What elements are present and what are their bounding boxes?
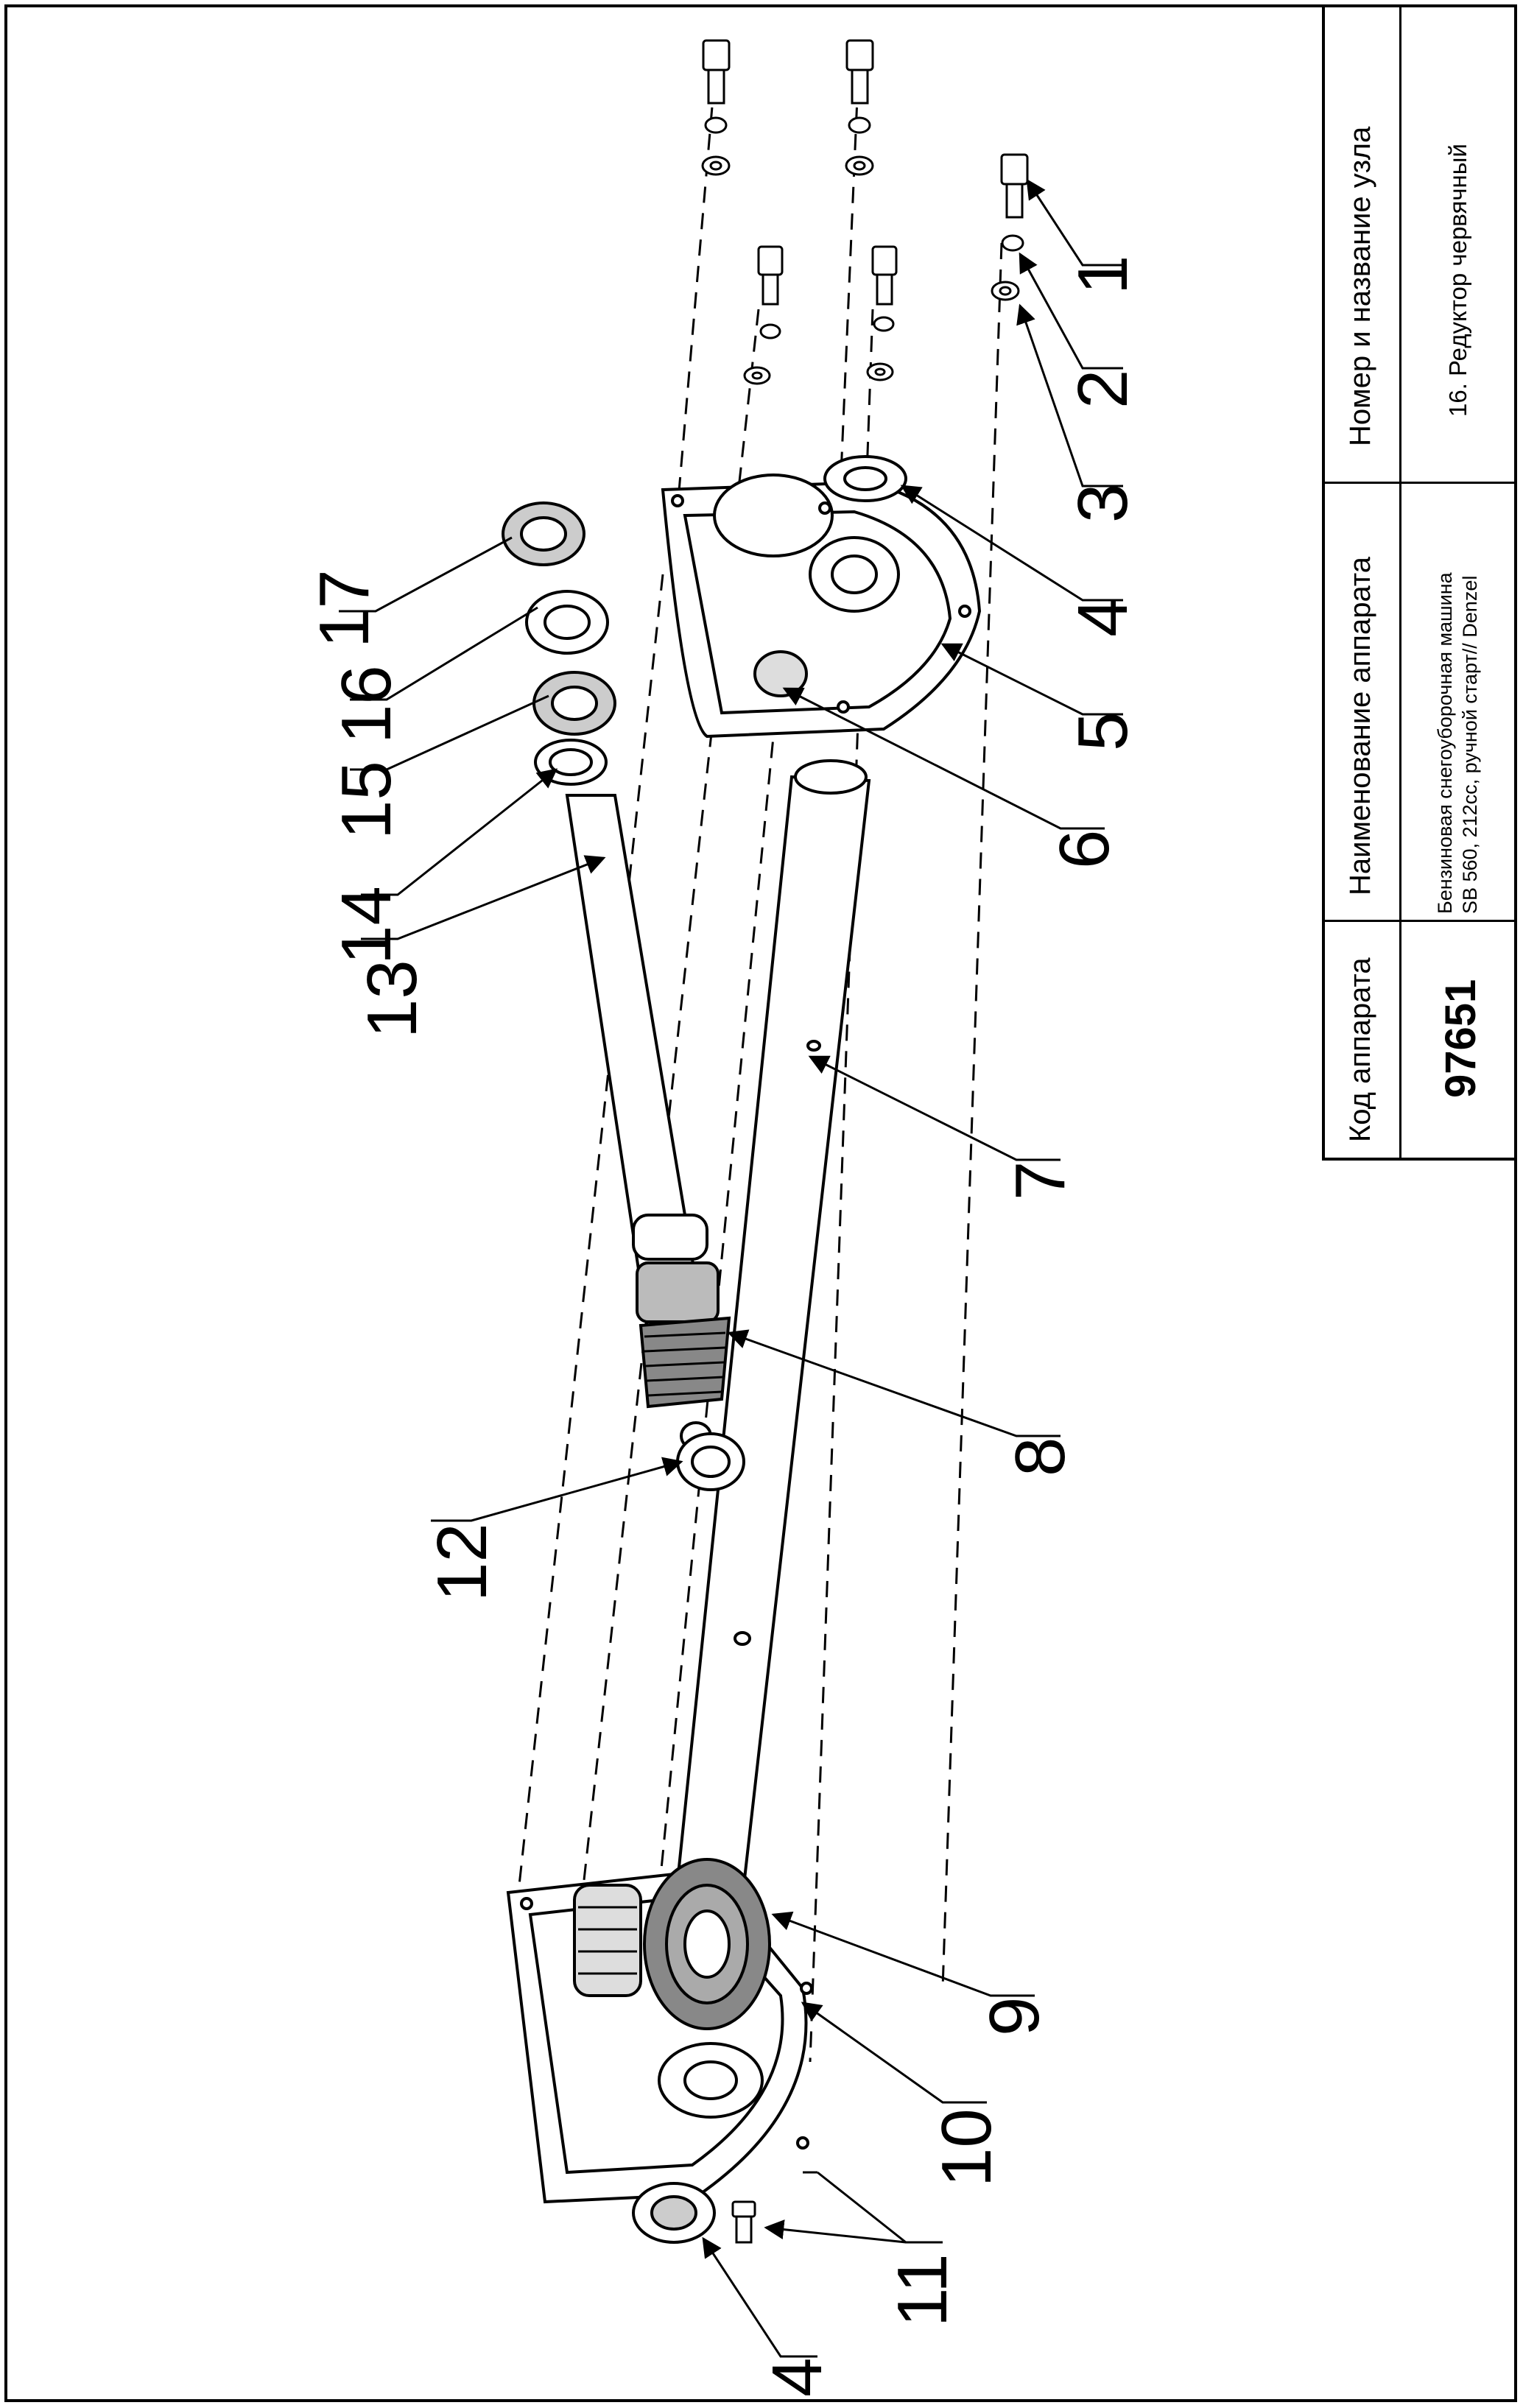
worm-gear-9 <box>643 1858 771 2030</box>
callout-17: 17 <box>305 569 384 648</box>
callout-11: 11 <box>883 2253 962 2327</box>
callout-10: 10 <box>927 2108 1006 2187</box>
callout-7: 7 <box>1001 1161 1080 1200</box>
drawing-frame <box>4 4 1517 2402</box>
callout-4-upper: 4 <box>1063 598 1142 637</box>
device-name-line2: SB 560, 212cc, ручной старт// Denzel <box>1459 575 1481 914</box>
callout-1: 1 <box>1063 256 1142 295</box>
callout-14: 14 <box>327 886 406 965</box>
bolt-set-top <box>701 39 1029 385</box>
worm-shaft <box>565 794 731 1451</box>
callout-6: 6 <box>1045 830 1124 869</box>
callout-numbers: 1 2 3 4 5 6 7 8 9 10 11 4 12 13 14 15 16… <box>305 256 1142 2397</box>
device-code-header: Код аппарата <box>1344 957 1376 1142</box>
callout-4-lower: 4 <box>758 2358 837 2397</box>
callout-3: 3 <box>1063 484 1142 523</box>
callout-9: 9 <box>975 1997 1054 2036</box>
callout-2: 2 <box>1063 370 1142 409</box>
callout-8: 8 <box>1001 1437 1080 1476</box>
device-name-header: Наименование аппарата <box>1344 557 1376 895</box>
device-code-value: 97651 <box>1437 979 1485 1098</box>
assembly-header: Номер и название узла <box>1344 126 1376 446</box>
gearbox-cover-upper <box>661 455 982 739</box>
callout-12: 12 <box>423 1523 502 1602</box>
callout-13: 13 <box>353 960 432 1038</box>
title-block: Номер и название узла 16. Редуктор червя… <box>1322 4 1517 1161</box>
seal-4-lower <box>632 2182 716 2244</box>
bearing-12 <box>676 1432 745 1491</box>
leader-lines <box>339 178 1123 2358</box>
seal-stack <box>502 501 616 786</box>
assembly-value: 16. Редуктор червячный <box>1444 144 1471 417</box>
callout-15: 15 <box>327 761 406 839</box>
device-name-line1: Бензиновая снегоуборочная машина <box>1434 572 1456 914</box>
screw-11 <box>731 2200 756 2244</box>
callout-16: 16 <box>327 665 406 744</box>
callout-5: 5 <box>1063 712 1142 751</box>
